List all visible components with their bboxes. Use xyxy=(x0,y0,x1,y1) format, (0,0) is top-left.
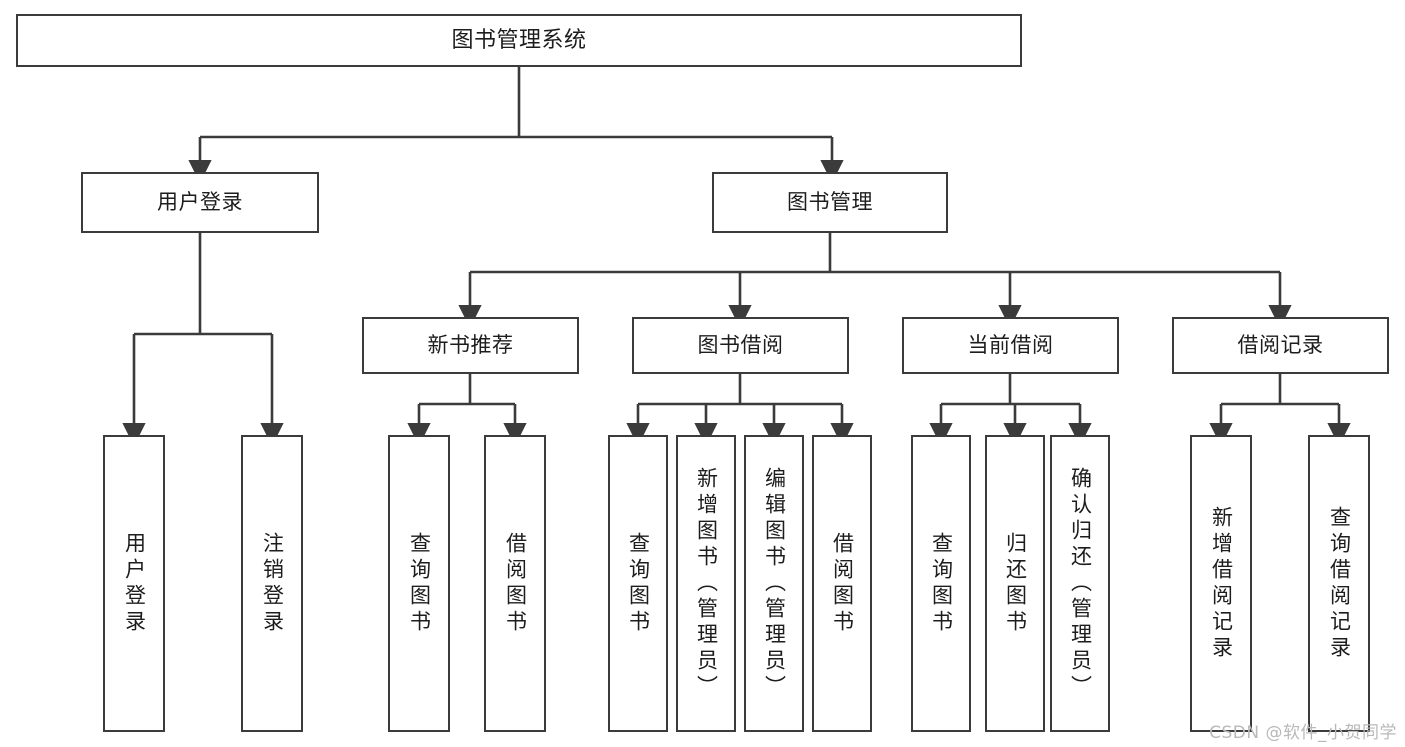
node-new-book-recommend[interactable]: 新书推荐 xyxy=(362,317,579,374)
csdn-watermark: CSDN @软件_小贺同学 xyxy=(1209,723,1397,743)
leaf-user-login[interactable]: 用户登录 xyxy=(103,435,165,732)
node-label: 借阅图书 xyxy=(830,531,855,636)
leaf-query-book-2[interactable]: 查询图书 xyxy=(608,435,668,732)
node-label: 查询图书 xyxy=(626,531,651,636)
leaf-confirm-return-admin[interactable]: 确认归还（管理员） xyxy=(1050,435,1110,732)
node-label: 用户登录 xyxy=(122,531,147,636)
node-label: 图书管理 xyxy=(787,190,873,215)
leaf-borrow-book-1[interactable]: 借阅图书 xyxy=(484,435,546,732)
node-label: 查询图书 xyxy=(929,531,954,636)
node-current-borrow[interactable]: 当前借阅 xyxy=(902,317,1119,374)
node-label: 查询借阅记录 xyxy=(1327,505,1352,662)
leaf-add-borrow-record[interactable]: 新增借阅记录 xyxy=(1190,435,1252,732)
leaf-borrow-book-2[interactable]: 借阅图书 xyxy=(812,435,872,732)
node-user-login[interactable]: 用户登录 xyxy=(81,172,319,233)
node-borrow-record[interactable]: 借阅记录 xyxy=(1172,317,1389,374)
node-label: 查询图书 xyxy=(407,531,432,636)
node-book-management[interactable]: 图书管理 xyxy=(712,172,948,233)
leaf-query-borrow-record[interactable]: 查询借阅记录 xyxy=(1308,435,1370,732)
leaf-query-book-3[interactable]: 查询图书 xyxy=(911,435,971,732)
node-label: 新增借阅记录 xyxy=(1209,505,1234,662)
node-label: 归还图书 xyxy=(1003,531,1028,636)
node-root-system[interactable]: 图书管理系统 xyxy=(16,14,1022,67)
leaf-add-book-admin[interactable]: 新增图书（管理员） xyxy=(676,435,736,732)
leaf-return-book[interactable]: 归还图书 xyxy=(985,435,1045,732)
leaf-edit-book-admin[interactable]: 编辑图书（管理员） xyxy=(744,435,804,732)
node-label: 当前借阅 xyxy=(967,333,1054,358)
node-label: 图书管理系统 xyxy=(451,27,587,53)
node-label: 借阅记录 xyxy=(1237,333,1324,358)
node-label: 用户登录 xyxy=(157,190,243,215)
node-label: 新书推荐 xyxy=(427,333,514,358)
node-label: 借阅图书 xyxy=(503,531,528,636)
node-label: 图书借阅 xyxy=(697,333,784,358)
node-label: 确认归还（管理员） xyxy=(1068,466,1093,701)
node-label: 编辑图书（管理员） xyxy=(762,466,787,701)
leaf-query-book-1[interactable]: 查询图书 xyxy=(388,435,450,732)
node-label: 注销登录 xyxy=(260,531,285,636)
leaf-logout-login[interactable]: 注销登录 xyxy=(241,435,303,732)
node-label: 新增图书（管理员） xyxy=(694,466,719,701)
node-book-borrow[interactable]: 图书借阅 xyxy=(632,317,849,374)
